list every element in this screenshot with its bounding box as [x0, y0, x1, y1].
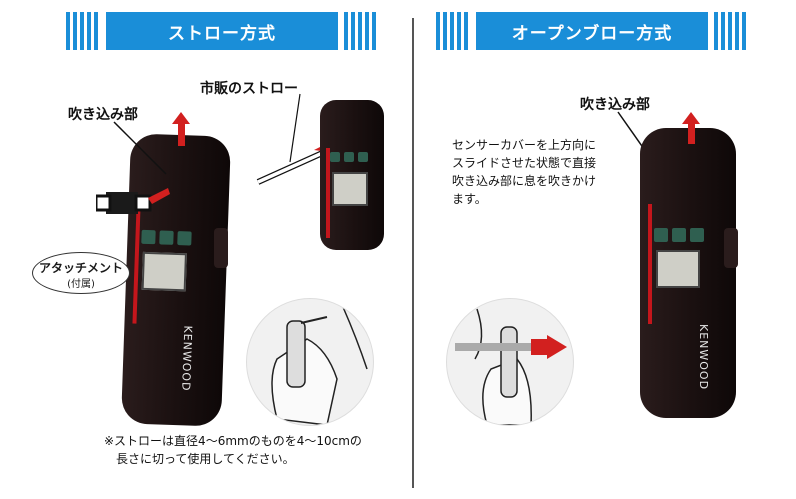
straw-note-line1: ※ストローは直径4〜6mmのものを4〜10cmの: [104, 434, 362, 448]
device-button: [654, 228, 668, 242]
right-banner: オープンブロー方式: [436, 12, 748, 50]
hand-illustration: [271, 306, 368, 425]
device-button: [672, 228, 686, 242]
arrow-up-shaft: [688, 124, 695, 144]
banner-stripes-right: [344, 12, 378, 50]
openblow-desc-line4: ます。: [452, 192, 487, 206]
device-screen: [656, 250, 700, 288]
hand-illustration: [455, 308, 567, 425]
hand-openblow-inset: [446, 298, 574, 426]
arrow-up-icon: [172, 112, 190, 124]
arrow-up-shaft: [178, 124, 185, 146]
openblow-desc-line3: 吹き込み部に息を吹きかけ: [452, 174, 597, 188]
device-button: [330, 152, 340, 162]
device-side-grip: [724, 228, 738, 268]
label-attachment: アタッチメント: [38, 261, 123, 275]
attachment-illustration: [96, 188, 170, 214]
device-screen: [141, 251, 187, 292]
device-brand: KENWOOD: [697, 324, 710, 391]
banner-stripes-left: [66, 12, 100, 50]
label-mouthpiece-right: 吹き込み部: [580, 97, 650, 113]
device-button: [141, 229, 156, 245]
label-straw: 市販のストロー: [200, 81, 298, 97]
arrow-up-icon: [682, 112, 700, 124]
device-button: [344, 152, 354, 162]
breathalyzer-device-right: KENWOOD: [640, 128, 736, 418]
device-button: [159, 230, 174, 245]
banner-stripes-right: [714, 12, 748, 50]
hand-straw-inset: [246, 298, 374, 426]
right-banner-title: オープンブロー方式: [476, 12, 708, 50]
device-button: [690, 228, 704, 242]
label-mouthpiece-left: 吹き込み部: [68, 107, 138, 123]
label-attachment-sub: (付属): [67, 279, 95, 290]
straw-note-line2: 長さに切って使用してください。: [116, 452, 295, 466]
openblow-desc-line2: スライドさせた状態で直接: [452, 156, 597, 170]
openblow-desc-line1: センサーカバーを上方向に: [452, 138, 597, 152]
left-banner-title: ストロー方式: [106, 12, 338, 50]
device-red-strip: [326, 148, 330, 238]
attachment-label-bubble: アタッチメント (付属): [32, 252, 130, 294]
device-side-grip: [214, 228, 228, 268]
device-button: [358, 152, 368, 162]
device-red-strip: [648, 204, 652, 324]
section-divider: [412, 18, 414, 488]
device-brand: KENWOOD: [179, 325, 195, 392]
breathalyzer-device-inset: [320, 100, 384, 250]
leader-line: [113, 121, 167, 175]
banner-stripes-left: [436, 12, 470, 50]
device-button: [177, 231, 192, 246]
device-screen: [332, 172, 368, 206]
left-banner: ストロー方式: [66, 12, 378, 50]
